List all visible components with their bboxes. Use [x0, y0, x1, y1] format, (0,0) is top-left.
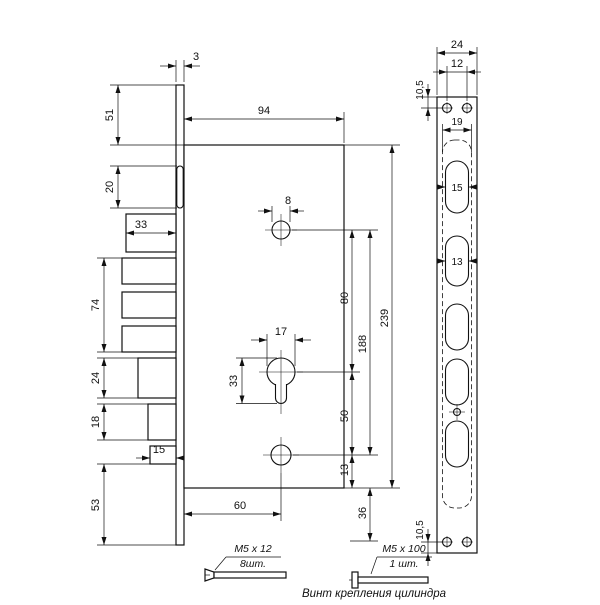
- dim-50: 50: [339, 372, 355, 455]
- screw-m5x12: М5 х 12 8шт.: [204, 543, 287, 582]
- deadbolt-tooth-2: [121, 291, 177, 319]
- dim-24-faceplate: 24: [436, 39, 478, 95]
- dim-15-cutout: 15: [437, 183, 477, 194]
- dim-239: 239: [379, 145, 395, 488]
- faceplate-cutout-3: [444, 303, 470, 351]
- dim-label-20: 20: [104, 181, 116, 193]
- dim-label-33-euro: 33: [228, 375, 240, 387]
- countersunk-screw-shaft: [213, 571, 287, 579]
- dim-label-15: 15: [153, 444, 165, 456]
- dim-10-5-top: 10,5: [415, 80, 442, 121]
- faceplate-recess: [442, 139, 472, 509]
- cylinder-screw-head: [351, 571, 359, 589]
- screw-long-spec: М5 х 100: [382, 543, 425, 555]
- dim-label-10-5-top: 10,5: [415, 80, 426, 100]
- dim-label-74: 74: [90, 299, 102, 311]
- dim-188: 188: [357, 230, 373, 455]
- dim-17-euro: 17: [251, 326, 311, 366]
- bottom-step: [149, 445, 177, 465]
- screw-hole-top-right: [461, 102, 473, 114]
- faceplate-cutout-4: [444, 358, 470, 406]
- dim-label-24-faceplate: 24: [451, 39, 463, 51]
- screw-hole-bottom-left: [441, 536, 453, 548]
- note-m5x100: М5 х 100 1 шт.: [370, 543, 432, 575]
- dim-label-53: 53: [90, 499, 102, 511]
- dim-plate-thickness: 3: [160, 51, 200, 82]
- dim-33-euro: 33: [228, 357, 277, 404]
- dim-12-screws: 12: [433, 58, 481, 101]
- dim-36: 36: [357, 488, 373, 541]
- dim-label-50: 50: [339, 410, 351, 422]
- dim-label-94: 94: [258, 105, 270, 117]
- screw-small-qty: 8шт.: [240, 558, 266, 570]
- dim-label-19: 19: [451, 117, 463, 128]
- screw-small-spec: М5 х 12: [234, 543, 272, 555]
- note-m5x12: М5 х 12 8шт.: [214, 543, 281, 571]
- dim-13: 13: [339, 455, 355, 488]
- dim-94: 94: [183, 105, 345, 143]
- dim-label-13: 13: [339, 464, 351, 476]
- latch-block: [137, 357, 177, 399]
- dim-label-51: 51: [104, 109, 116, 121]
- dim-60: 60: [183, 473, 282, 521]
- dim-label-24: 24: [90, 372, 102, 384]
- dim-20: 20: [104, 165, 177, 209]
- dim-label-3: 3: [193, 51, 199, 63]
- dim-label-15-cutout: 15: [451, 183, 463, 194]
- dim-label-13-cutout: 13: [451, 257, 463, 268]
- dim-80: 80: [339, 230, 355, 372]
- faceplate-slot: [176, 165, 184, 209]
- dim-label-80: 80: [339, 292, 351, 304]
- front-view: 94 8 17 33 60: [183, 105, 400, 542]
- dim-label-36: 36: [357, 507, 369, 519]
- dim-53: 53: [90, 463, 176, 546]
- dim-label-17: 17: [275, 326, 287, 338]
- dim-19-recess: 19: [442, 117, 472, 152]
- dim-label-10-5-bottom: 10,5: [415, 520, 426, 540]
- lock-case: [183, 144, 345, 489]
- dim-label-8: 8: [285, 195, 291, 207]
- side-view: 3 51 20 33 74 24 18: [90, 51, 200, 546]
- screw-hole-bottom-right: [461, 536, 473, 548]
- dim-label-18: 18: [90, 416, 102, 428]
- dim-label-33: 33: [135, 219, 147, 231]
- latch-bolt: [147, 403, 177, 441]
- faceplate-edge: [175, 84, 185, 546]
- dim-10-5-bottom: 10,5: [415, 520, 442, 566]
- dim-label-12: 12: [451, 58, 463, 70]
- screw-hole-top-left: [441, 102, 453, 114]
- cylinder-screw-shaft: [357, 576, 429, 584]
- dim-51: 51: [104, 84, 184, 146]
- dim-74: 74: [90, 257, 122, 353]
- dim-label-239: 239: [379, 309, 391, 327]
- dim-label-188: 188: [357, 335, 369, 353]
- small-pilot-hole: [449, 404, 465, 420]
- dim-15-step: 15: [136, 444, 190, 461]
- dim-8-hole: 8: [258, 195, 304, 222]
- dim-label-60: 60: [234, 500, 246, 512]
- screw-m5x100: М5 х 100 1 шт.: [349, 543, 432, 589]
- deadbolt-tooth-1: [121, 257, 177, 285]
- dim-18: 18: [90, 403, 148, 441]
- faceplate-view: 15 13 24 12 10,5 19: [415, 39, 481, 566]
- deadbolt-tooth-3: [121, 325, 177, 353]
- drawing-caption: Винт крепления цилиндра: [302, 588, 446, 600]
- dim-33-bolt: 33: [126, 219, 176, 236]
- faceplate-cutout-5: [444, 420, 470, 468]
- dim-13-cutout: 13: [437, 257, 477, 268]
- screw-long-qty: 1 шт.: [389, 558, 418, 570]
- dim-24-side: 24: [90, 357, 138, 399]
